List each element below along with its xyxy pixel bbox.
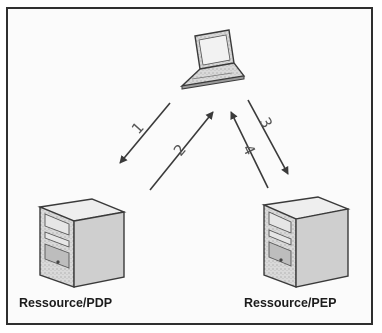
laptop-icon <box>179 29 246 90</box>
step-label-4: 4 <box>239 142 259 158</box>
server-right-icon <box>261 196 351 289</box>
server-left-icon <box>37 198 127 288</box>
step-label-1: 1 <box>128 119 148 138</box>
arrow-step-2 <box>149 111 214 191</box>
arrow-step-4 <box>230 111 269 189</box>
arrow-step-3 <box>247 99 289 175</box>
right-server-label: Ressource/PEP <box>244 296 336 310</box>
step-label-3: 3 <box>256 114 276 131</box>
left-server-label: Ressource/PDP <box>19 296 112 310</box>
arrow-step-1 <box>119 102 171 164</box>
